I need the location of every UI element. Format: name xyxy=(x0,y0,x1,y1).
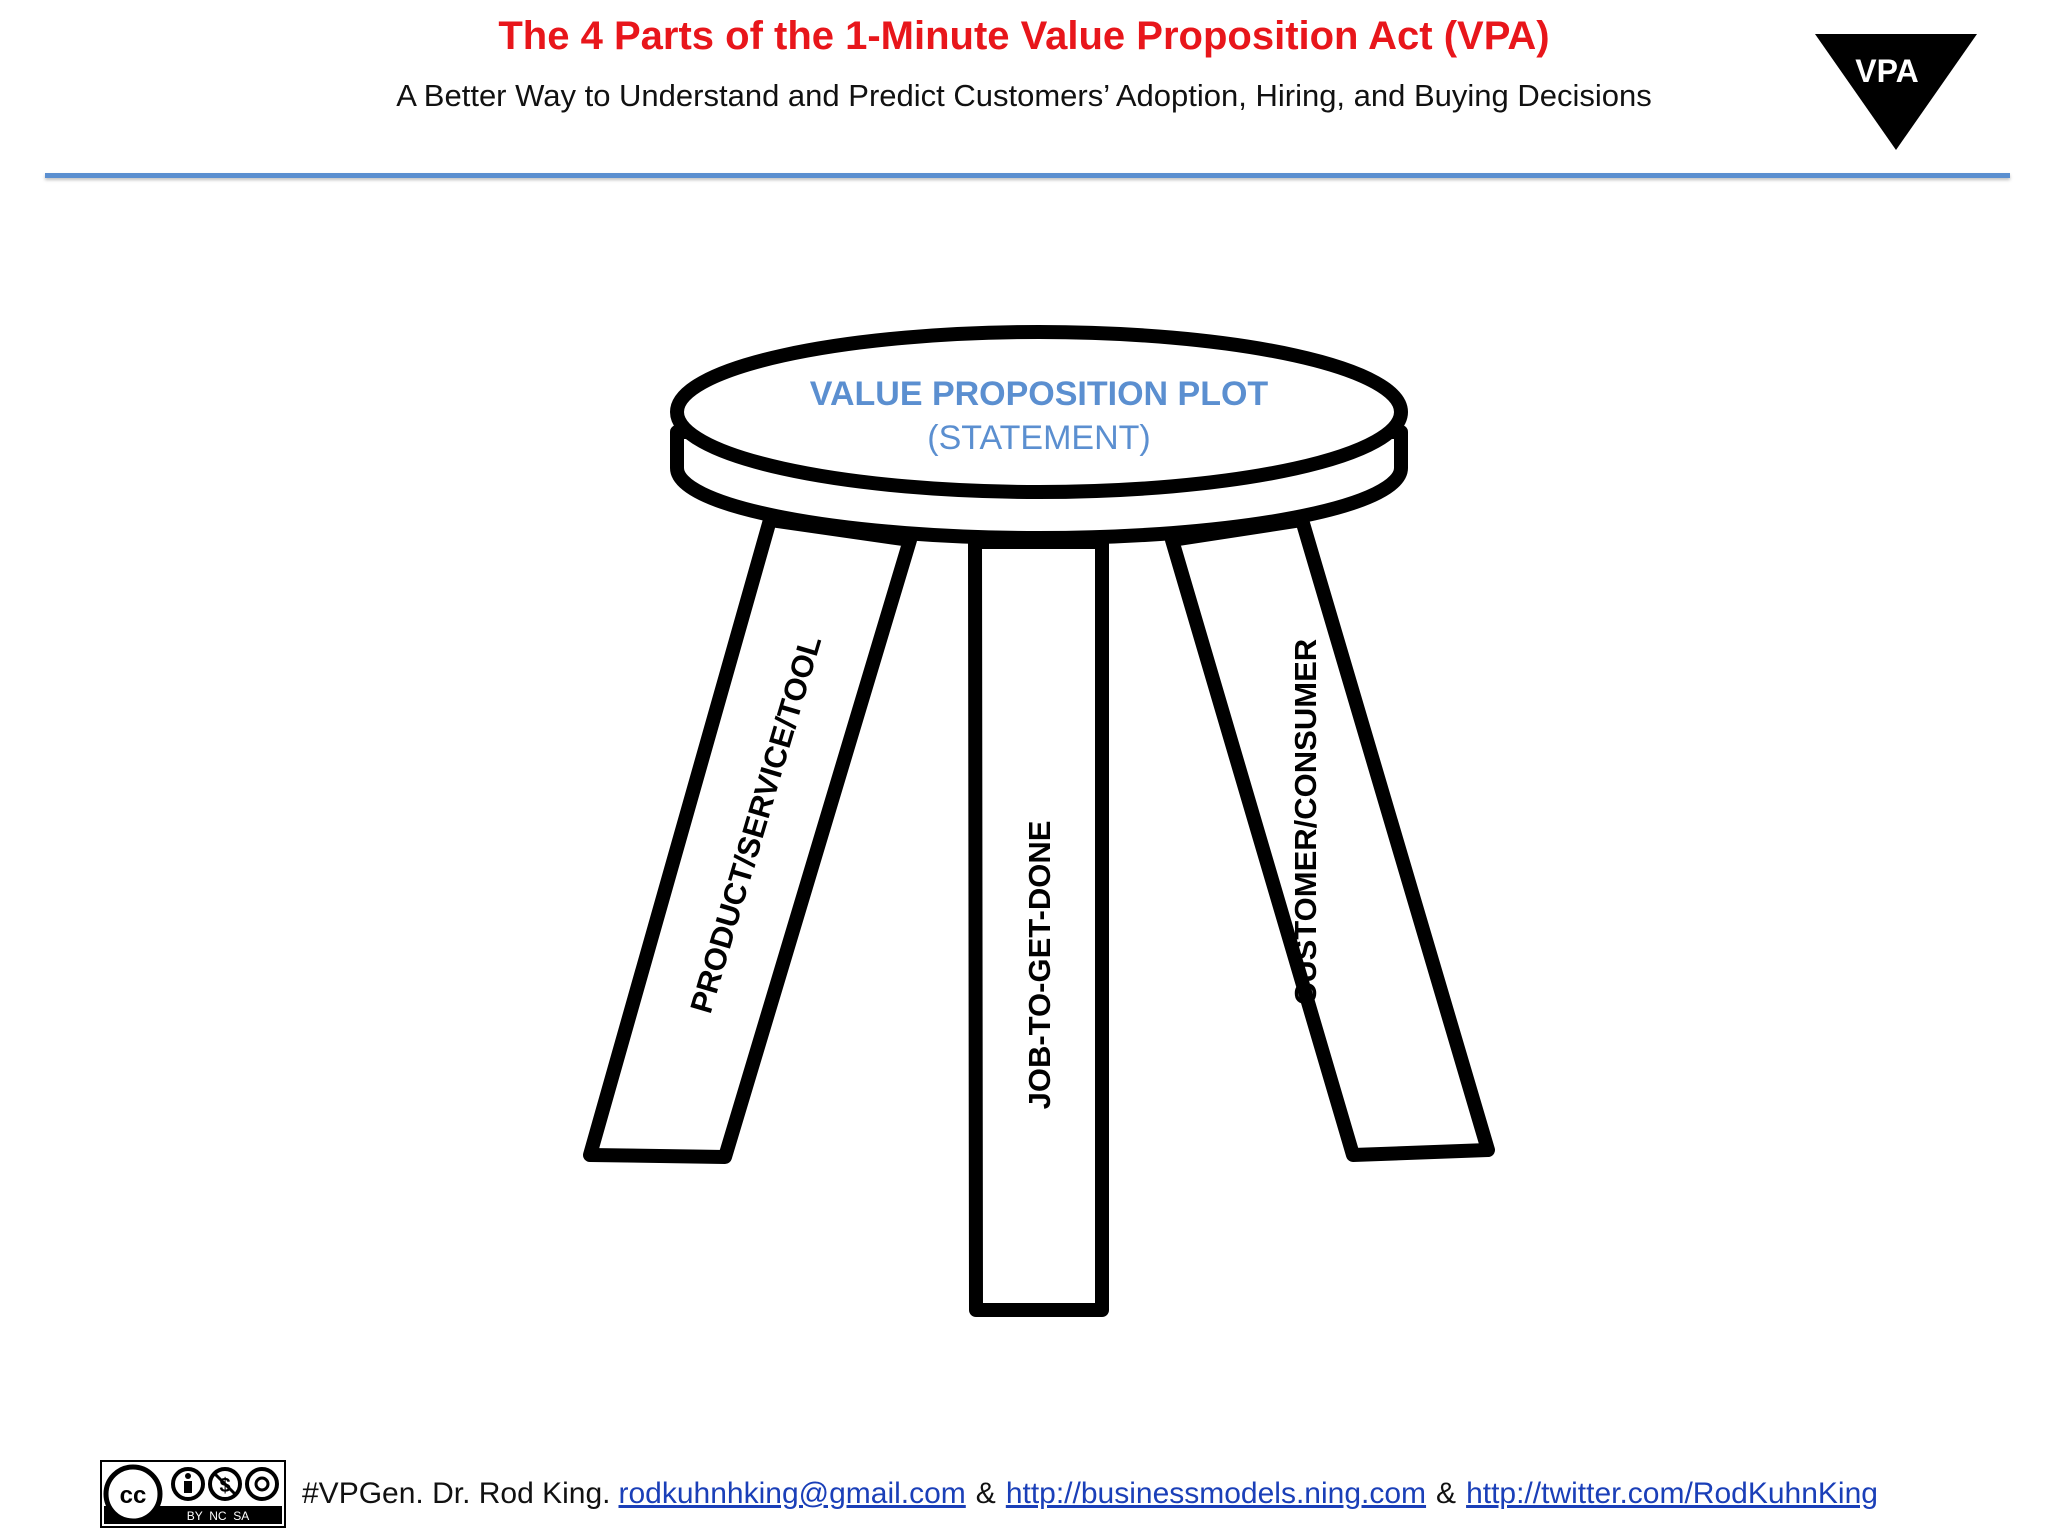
seat-subtitle: (STATEMENT) xyxy=(927,419,1151,457)
footer-separator: & xyxy=(975,1477,996,1510)
footer-separator: & xyxy=(1436,1477,1457,1510)
vpa-badge: VPA xyxy=(1815,34,1977,150)
header-divider xyxy=(45,173,2010,178)
seat-title: VALUE PROPOSITION PLOT xyxy=(810,375,1269,413)
page-title: The 4 Parts of the 1-Minute Value Propos… xyxy=(498,14,1550,58)
creative-commons-icon[interactable]: cc $ BY NC SA xyxy=(100,1460,286,1528)
twitter-link[interactable]: http://twitter.com/RodKuhnKing xyxy=(1466,1477,1878,1510)
leg-label-customer: CUSTOMER/CONSUMER xyxy=(1288,639,1323,1005)
license-text: BY NC SA xyxy=(187,1509,249,1523)
vpa-badge-label: VPA xyxy=(1855,53,1918,89)
svg-text:cc: cc xyxy=(120,1482,147,1509)
footer: cc $ BY NC SA #VPGen. Dr. Rod King. rodk… xyxy=(100,1458,2020,1530)
businessmodels-link[interactable]: http://businessmodels.ning.com xyxy=(1005,1477,1427,1510)
footer-credit: #VPGen. Dr. Rod King. xyxy=(302,1477,611,1510)
stool-seat xyxy=(670,325,1408,499)
email-link[interactable]: rodkuhnhking@gmail.com xyxy=(618,1477,966,1510)
leg-label-job: JOB-TO-GET-DONE xyxy=(1022,821,1057,1110)
vpa-triangle-icon xyxy=(1815,34,1977,150)
page-subtitle: A Better Way to Understand and Predict C… xyxy=(396,78,1652,113)
stool-leg-right xyxy=(1165,513,1495,1162)
